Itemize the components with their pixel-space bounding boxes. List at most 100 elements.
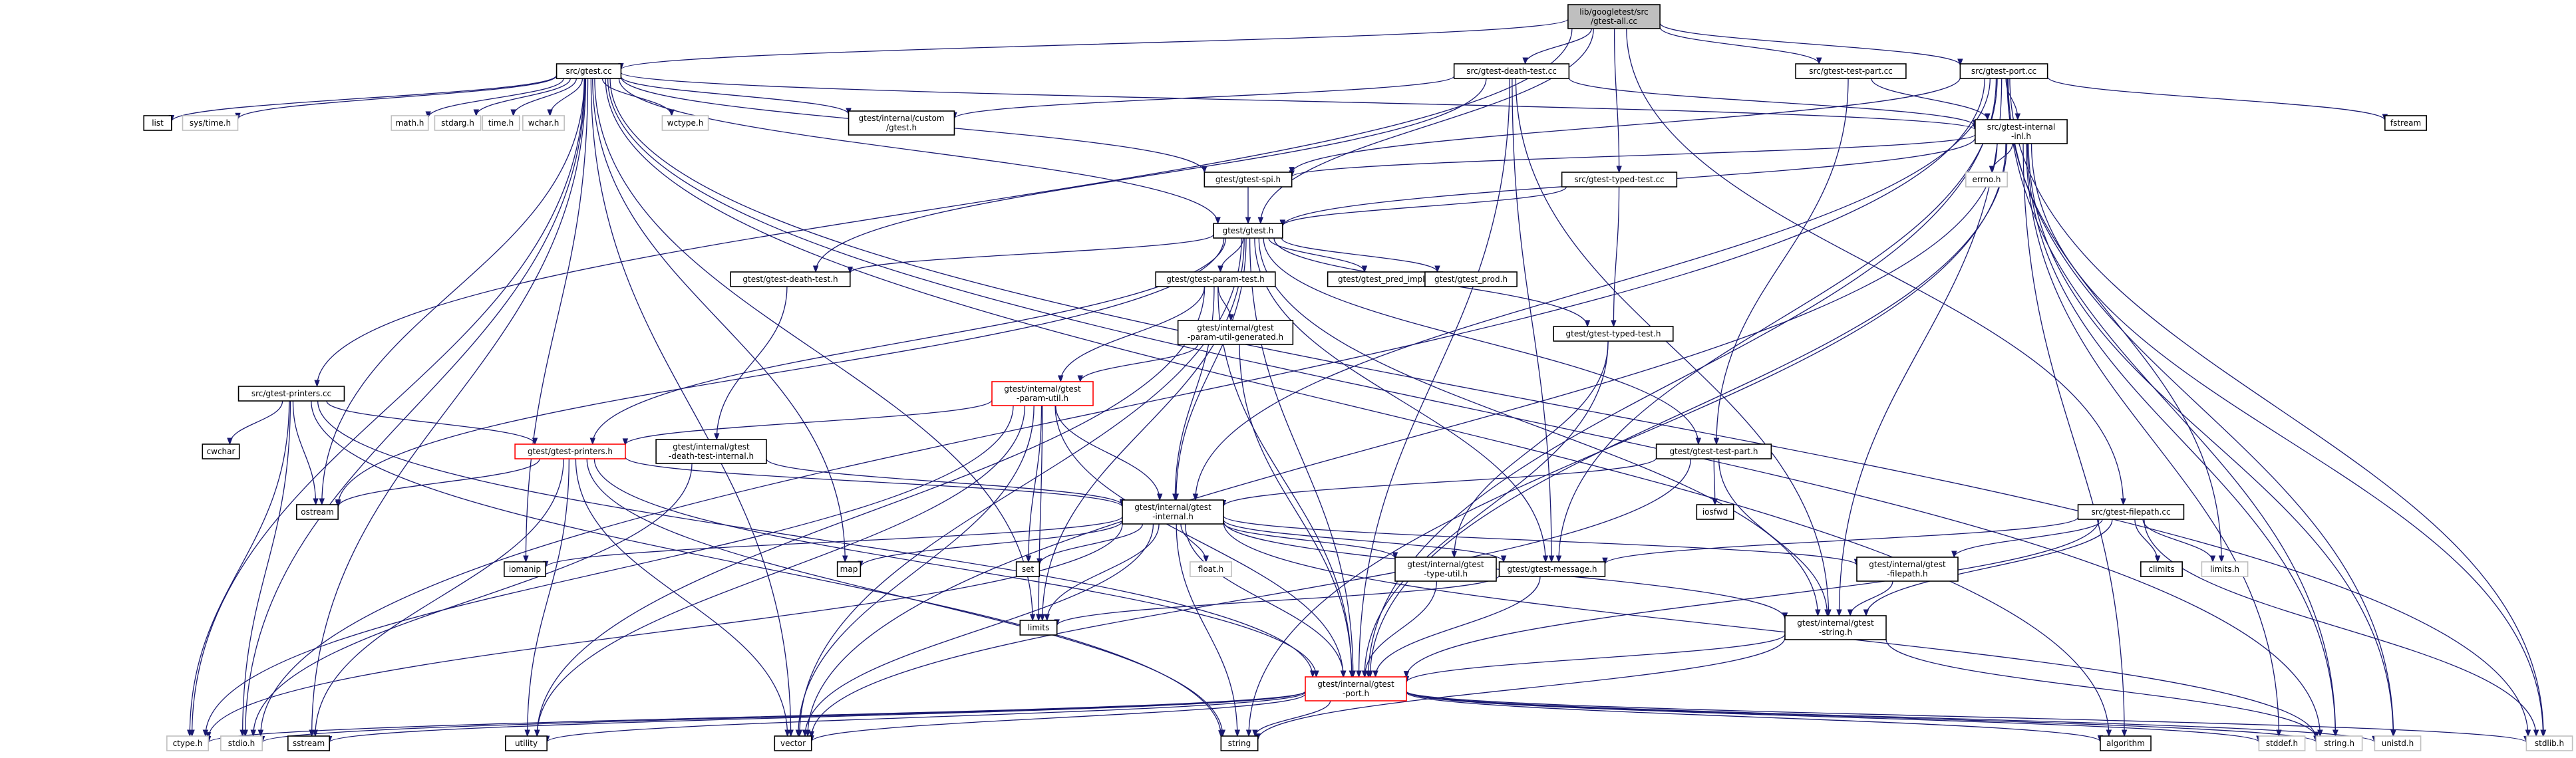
arrowhead	[257, 729, 264, 737]
node-timeh: time.h	[482, 115, 520, 131]
node-label-line: time.h	[488, 118, 514, 128]
arrowhead	[309, 729, 315, 737]
node-param-h[interactable]: gtest/gtest-param-test.h	[1155, 271, 1276, 287]
edge-port-cc-to-message-h	[1558, 78, 1998, 563]
node-label-line: gtest/internal/gtest	[1197, 323, 1274, 332]
node-label: stdlib.h	[2535, 739, 2564, 748]
node-typed-h[interactable]: gtest/gtest-typed-test.h	[1553, 326, 1674, 342]
arrowhead	[312, 729, 319, 737]
arrowhead	[1847, 609, 1853, 617]
edge-testpart-cc-to-internal-inl	[1871, 78, 1989, 120]
node-box	[1655, 443, 1772, 459]
node-box	[391, 115, 429, 131]
edge-root-to-filepath-cc	[1626, 28, 2124, 505]
edge-port-h-to-stddef	[1406, 691, 2260, 743]
node-vector[interactable]: vector	[774, 735, 812, 751]
node-box	[482, 115, 520, 131]
node-port-h[interactable]: gtest/internal/gtest-port.h	[1305, 676, 1407, 701]
node-iomanip[interactable]: iomanip	[504, 561, 546, 577]
arrowhead	[1372, 670, 1378, 678]
edge-port-h-to-stdlib	[1406, 690, 2527, 743]
arrowhead	[335, 501, 341, 508]
node-climits[interactable]: climits	[2140, 561, 2183, 577]
node-testpart-cc[interactable]: src/gtest-test-part.cc	[1795, 63, 1907, 79]
edge-port-cc-to-internal-h	[1195, 78, 1991, 501]
node-label: utility	[515, 739, 538, 748]
node-prod-h[interactable]: gtest/gtest_prod.h	[1424, 271, 1518, 287]
edge-gtest-cc-to-algorithm	[605, 78, 2110, 737]
edge-gtest-h-to-string-h-int	[1258, 237, 1819, 616]
arrowhead	[2106, 729, 2112, 737]
node-label: errno.h	[1973, 175, 2001, 184]
node-internal-h[interactable]: gtest/internal/gtest-internal.h	[1122, 499, 1224, 525]
node-label-line: gtest/internal/gtest	[1317, 680, 1394, 689]
edge-internal-h-to-message-h	[1223, 519, 1504, 563]
node-box	[1553, 326, 1674, 342]
node-utility[interactable]: utility	[505, 735, 548, 751]
node-label-line: math.h	[396, 118, 424, 128]
node-fstream[interactable]: fstream	[2384, 115, 2427, 131]
node-typed-cc[interactable]: src/gtest-typed-test.cc	[1561, 172, 1678, 188]
arrowhead	[1313, 670, 1319, 678]
node-limits[interactable]: limits	[1019, 620, 1058, 636]
node-printers-h[interactable]: gtest/gtest-printers.h	[514, 443, 626, 459]
node-sstream[interactable]: sstream	[287, 735, 330, 751]
node-param-gen[interactable]: gtest/internal/gtest-param-util-generate…	[1177, 320, 1294, 345]
node-box	[1975, 119, 2068, 144]
node-message-h[interactable]: gtest/gtest-message.h	[1498, 561, 1606, 577]
node-death-internal[interactable]: gtest/internal/gtest-death-test-internal…	[655, 439, 767, 464]
node-algorithm[interactable]: algorithm	[2100, 735, 2152, 751]
node-internal-inl[interactable]: src/gtest-internal-inl.h	[1975, 119, 2068, 144]
edge-gtest-cc-to-ctype	[191, 78, 585, 737]
node-label: gtest/gtest-message.h	[1507, 565, 1597, 574]
node-port-cc[interactable]: src/gtest-port.cc	[1959, 63, 2048, 79]
node-list[interactable]: list	[143, 115, 172, 131]
edge-port-cc-to-limitsh	[2007, 78, 2222, 563]
node-root[interactable]: lib/googletest/src/gtest-all.cc	[1567, 4, 1661, 29]
node-map[interactable]: map	[836, 561, 862, 577]
node-label-line: algorithm	[2106, 739, 2145, 748]
node-death-h[interactable]: gtest/gtest-death-test.h	[730, 271, 851, 287]
arrowhead	[1815, 609, 1821, 617]
edge-gtest-cc-to-timeh	[512, 78, 577, 116]
edge-death-cc-to-internal-inl	[1568, 77, 1976, 127]
node-string[interactable]: string	[1220, 735, 1259, 751]
edge-port-cc-to-port-h	[1368, 78, 1997, 678]
node-box	[1965, 172, 2008, 188]
edge-internal-inl-to-string	[1248, 143, 2007, 737]
edge-gtest-cc-to-iomanip	[525, 78, 589, 563]
node-param-util[interactable]: gtest/internal/gtest-param-util.h	[991, 381, 1094, 406]
edge-port-h-to-unistd	[1406, 691, 2376, 743]
node-filepath-h[interactable]: gtest/internal/gtest-filepath.h	[1856, 557, 1959, 582]
node-type-util[interactable]: gtest/internal/gtest-type-util.h	[1394, 557, 1497, 582]
node-label-line: gtest/internal/custom	[859, 114, 945, 123]
node-box	[202, 443, 240, 459]
arrowhead	[2333, 729, 2338, 737]
node-label: cwchar	[207, 447, 236, 456]
node-death-cc[interactable]: src/gtest-death-test.cc	[1453, 63, 1570, 79]
node-string-h-int[interactable]: gtest/internal/gtest-string.h	[1784, 615, 1887, 640]
node-filepath-cc[interactable]: src/gtest-filepath.cc	[2077, 504, 2185, 520]
node-gtest-spi[interactable]: gtest/gtest-spi.h	[1204, 172, 1293, 188]
node-label-line: /gtest.h	[886, 123, 917, 132]
edge-string-h-int-to-port-h	[1406, 634, 1786, 683]
node-custom-gtest[interactable]: gtest/internal/custom/gtest.h	[848, 110, 955, 136]
node-ostream[interactable]: ostream	[296, 504, 339, 520]
node-gtest-h[interactable]: gtest/gtest.h	[1213, 223, 1283, 239]
node-box	[1795, 63, 1907, 79]
arrowhead	[2390, 729, 2396, 737]
arrowhead	[1039, 614, 1046, 622]
node-label-line: gtest/gtest-test-part.h	[1669, 447, 1758, 456]
node-iosfwd[interactable]: iosfwd	[1696, 504, 1734, 520]
node-set[interactable]: set	[1015, 561, 1041, 577]
node-gtest-cc[interactable]: src/gtest.cc	[556, 63, 622, 79]
arrowhead	[1156, 493, 1163, 501]
node-label-line: src/gtest-printers.cc	[251, 389, 331, 398]
node-box	[143, 115, 172, 131]
arrowhead	[314, 380, 320, 388]
node-box	[182, 115, 239, 131]
node-printers-cc[interactable]: src/gtest-printers.cc	[238, 386, 345, 402]
arrowhead	[2313, 731, 2319, 739]
node-testpart-h[interactable]: gtest/gtest-test-part.h	[1655, 443, 1772, 459]
node-cwchar[interactable]: cwchar	[202, 443, 240, 459]
